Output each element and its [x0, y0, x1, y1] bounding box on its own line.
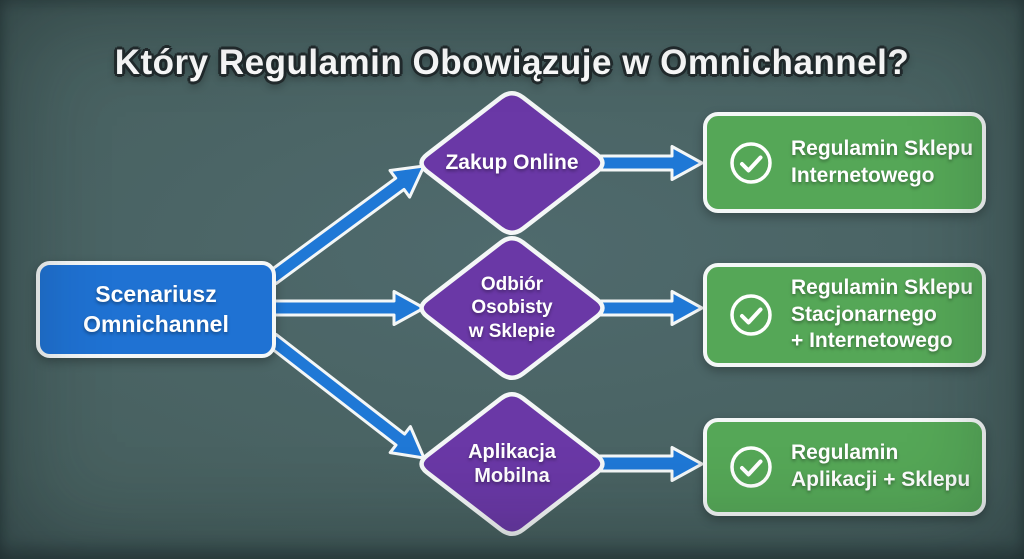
decision-diamond-pickup [419, 236, 605, 380]
source-node-scenariusz-omnichannel: Scenariusz Omnichannel [36, 261, 276, 358]
page-title: Który Regulamin Obowiązuje w Omnichannel… [114, 43, 910, 83]
decision-diamond-mobile [419, 392, 605, 536]
result-node-label: Regulamin Sklepu Stacjonarnego + Interne… [791, 275, 974, 353]
result-node-aplikacja-sklep: Regulamin Aplikacji + Sklepu [703, 418, 986, 516]
result-node-label: Regulamin Aplikacji + Sklepu [791, 441, 971, 491]
check-circle-icon [730, 141, 772, 184]
result-node-sklep-internetowy: Regulamin Sklepu Internetowego [703, 112, 986, 213]
check-circle-icon [730, 294, 772, 336]
arrow-source-to-pickup [270, 290, 426, 326]
arrow-mobile-to-result [596, 446, 704, 482]
result-node-sklep-stacjonarny-internetowy: Regulamin Sklepu Stacjonarnego + Interne… [703, 263, 986, 367]
arrow-source-to-online [266, 164, 426, 286]
arrow-online-to-result [596, 145, 704, 181]
result-node-label: Regulamin Sklepu Internetowego [791, 136, 974, 187]
check-circle-icon [730, 446, 772, 488]
decision-diamond-online [419, 91, 605, 235]
source-node-label: Scenariusz Omnichannel [83, 280, 229, 337]
arrow-source-to-mobile [266, 333, 426, 460]
arrow-pickup-to-result [596, 290, 704, 326]
